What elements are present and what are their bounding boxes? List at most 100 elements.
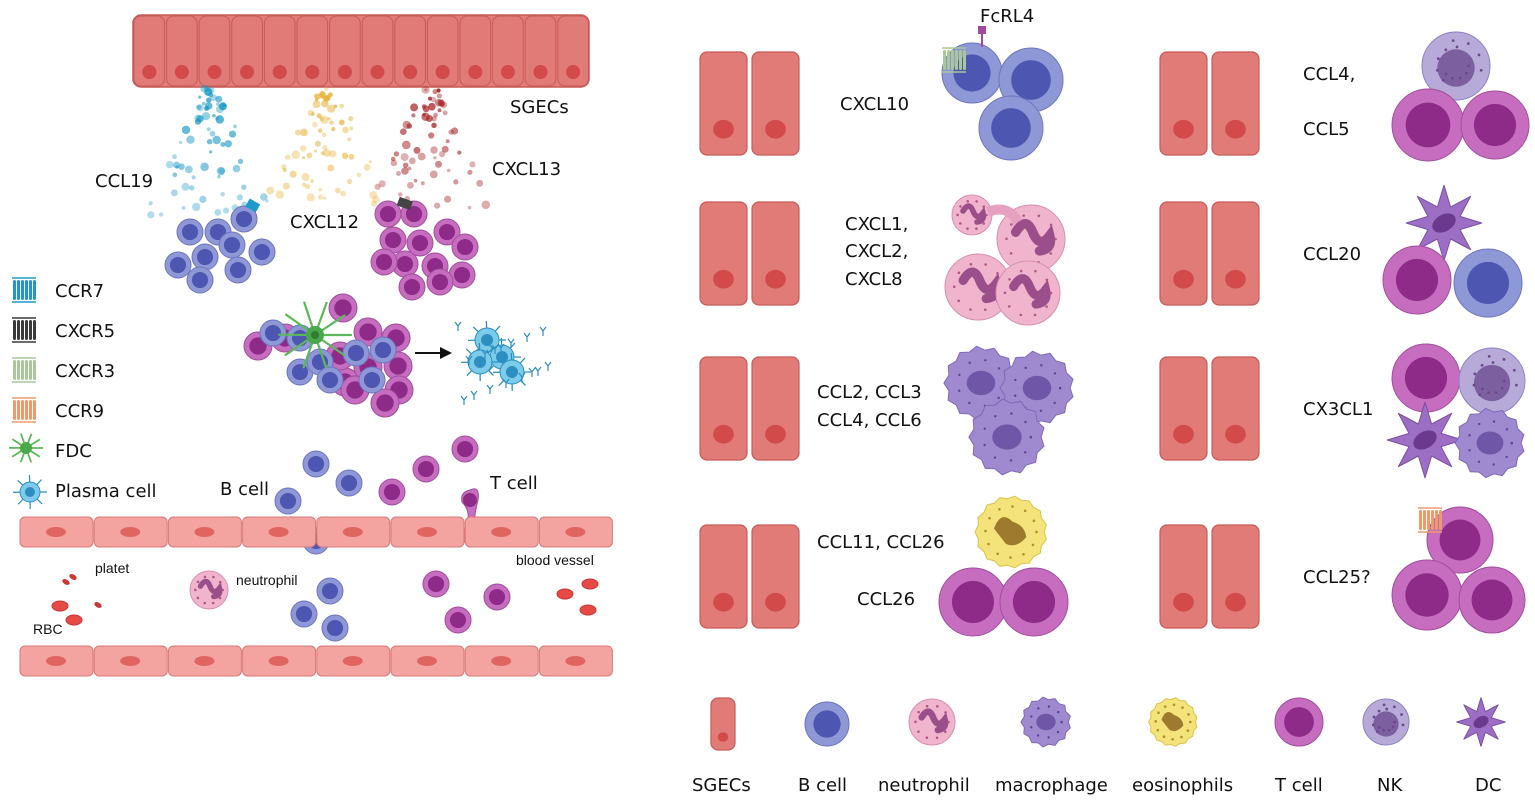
b-cell xyxy=(342,339,370,367)
antibody xyxy=(539,326,547,336)
row4-right-chemokine: CCL25? xyxy=(1303,567,1371,588)
sgec-cell xyxy=(231,15,263,87)
macrophage-cell xyxy=(1020,696,1071,748)
t-cell xyxy=(406,229,434,257)
sgec-cell xyxy=(710,697,736,751)
legend-label-neutrophil: neutrophil xyxy=(878,775,970,796)
t-cell xyxy=(353,317,383,347)
t-cell xyxy=(938,567,1008,637)
antibody xyxy=(518,372,526,382)
rbc xyxy=(579,604,597,616)
sgec-cell xyxy=(1211,201,1260,306)
rbc xyxy=(65,614,83,626)
legend-label-sgecs: SGECs xyxy=(692,775,751,796)
sgec-nucleus xyxy=(468,65,483,79)
ccr7-receptor-icon xyxy=(245,198,261,213)
t-cell xyxy=(426,268,454,296)
sgec-nucleus xyxy=(240,65,255,79)
fcrl4-label: FcRL4 xyxy=(980,6,1034,27)
b-cell-cluster xyxy=(164,205,276,294)
dendritic-cell xyxy=(1386,401,1464,479)
sgec-nucleus xyxy=(500,65,515,79)
sgec-cell xyxy=(751,201,800,306)
sgec-cell xyxy=(198,15,231,87)
row3-left-chemokine-a: CCL2, CCL3 xyxy=(817,382,922,403)
antibody xyxy=(507,338,515,348)
sgec-cell xyxy=(1159,524,1208,629)
cxcl13-gradient xyxy=(374,85,491,214)
antibody xyxy=(491,344,499,354)
sgec-cell xyxy=(557,15,589,87)
neutrophil-bridge xyxy=(986,204,1023,225)
t-cell xyxy=(398,273,426,301)
receptor-legend-label: CXCR3 xyxy=(55,361,115,382)
ccr9-receptor-icon xyxy=(12,397,36,423)
legend-label-eosinophils: eosinophils xyxy=(1132,775,1233,796)
nk-cell xyxy=(1421,31,1491,101)
antibody xyxy=(465,355,473,365)
t-cell xyxy=(378,478,406,506)
neutrophil-cell xyxy=(908,698,956,746)
t-cell xyxy=(1274,697,1324,747)
row2-right-chemokine: CCL20 xyxy=(1303,244,1361,265)
sgec-nucleus xyxy=(337,65,352,79)
sgec-nucleus xyxy=(533,65,548,79)
sgec-nucleus xyxy=(174,65,189,79)
sgec-cell xyxy=(699,201,748,306)
sgec-cell xyxy=(133,15,166,87)
row4-left-chemokine-b: CCL26 xyxy=(857,589,915,610)
b-cell xyxy=(218,231,246,259)
sgec-nucleus xyxy=(370,65,385,79)
neutrophil-label: neutrophil xyxy=(236,572,298,588)
antibody xyxy=(502,378,510,388)
antibody xyxy=(470,390,478,400)
b-cell xyxy=(164,251,192,279)
sgec-cell xyxy=(751,524,800,629)
b-cell xyxy=(335,469,363,497)
sgec-cell xyxy=(751,356,800,461)
b-cell xyxy=(290,600,318,628)
t-cell xyxy=(448,261,476,289)
endothelial-nucleus xyxy=(565,527,586,537)
t-cell xyxy=(433,218,461,246)
sgec-cell xyxy=(426,15,459,87)
sgec-cell xyxy=(751,51,800,156)
sgec-cell xyxy=(459,15,492,87)
legend-label-dc: DC xyxy=(1475,775,1501,796)
t-cell xyxy=(370,248,398,276)
macrophage-cell xyxy=(1454,407,1525,479)
b-cell xyxy=(274,487,302,515)
rbc xyxy=(581,578,599,590)
ectopic-germinal-center xyxy=(243,293,414,418)
sgec-cell xyxy=(699,524,748,629)
legend-label-t-cell: T cell xyxy=(1274,775,1323,796)
cxcr3-receptor-icon xyxy=(942,47,966,73)
neutrophil-cell xyxy=(944,253,1012,321)
neutrophil-cell xyxy=(951,194,993,236)
t-cell xyxy=(1391,343,1461,413)
endothelial-nucleus xyxy=(342,527,363,537)
endothelial-nucleus xyxy=(120,656,141,666)
sgec-cell xyxy=(296,15,329,87)
sgec-cell xyxy=(524,15,557,87)
antibody xyxy=(460,395,468,405)
t-cell xyxy=(370,388,400,418)
fdc-icon xyxy=(8,433,43,463)
nk-cell xyxy=(1458,347,1526,415)
cxcl12-label: CXCL12 xyxy=(290,212,359,233)
row2-left-chemokine-b: CXCL2, xyxy=(845,241,908,262)
t-cell xyxy=(412,455,440,483)
t-cell-label: T cell xyxy=(489,473,538,494)
sgec-cell xyxy=(492,15,524,87)
plasma-cell-group xyxy=(454,320,552,405)
endothelial-nucleus xyxy=(491,527,512,537)
b-cell xyxy=(176,218,204,246)
endothelial-nucleus xyxy=(120,527,141,537)
sgec-nucleus xyxy=(566,65,581,79)
platelet xyxy=(69,574,77,580)
rbc xyxy=(556,588,574,600)
antibody xyxy=(497,343,505,353)
cell-type-legend xyxy=(710,696,1506,751)
b-cell xyxy=(224,256,252,284)
